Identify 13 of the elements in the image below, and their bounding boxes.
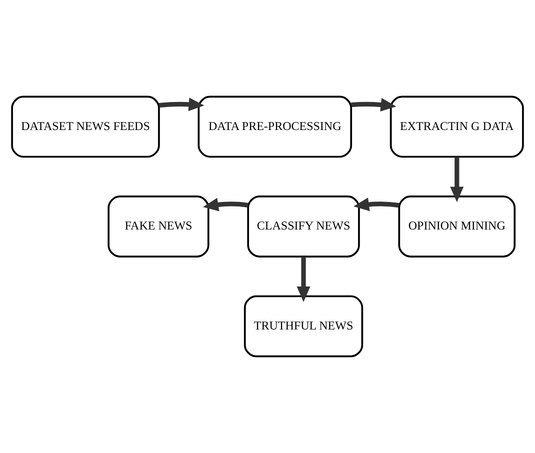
node-box: FAKE NEWS — [108, 196, 210, 258]
node-box: EXTRACTIN G DATA — [390, 96, 524, 158]
arrow — [351, 98, 396, 112]
node-box: TRUTHFUL NEWS — [244, 295, 364, 358]
node-box: OPINION MINING — [398, 196, 516, 258]
arrow — [296, 256, 310, 302]
node-box: DATA PRE-PROCESSING — [198, 96, 352, 158]
node-box: DATASET NEWS FEEDS — [11, 96, 160, 158]
arrow — [158, 98, 204, 112]
arrow — [202, 198, 248, 212]
arrow — [450, 156, 464, 202]
node-box: CLASSIFY NEWS — [247, 196, 360, 258]
arrow — [354, 198, 400, 212]
